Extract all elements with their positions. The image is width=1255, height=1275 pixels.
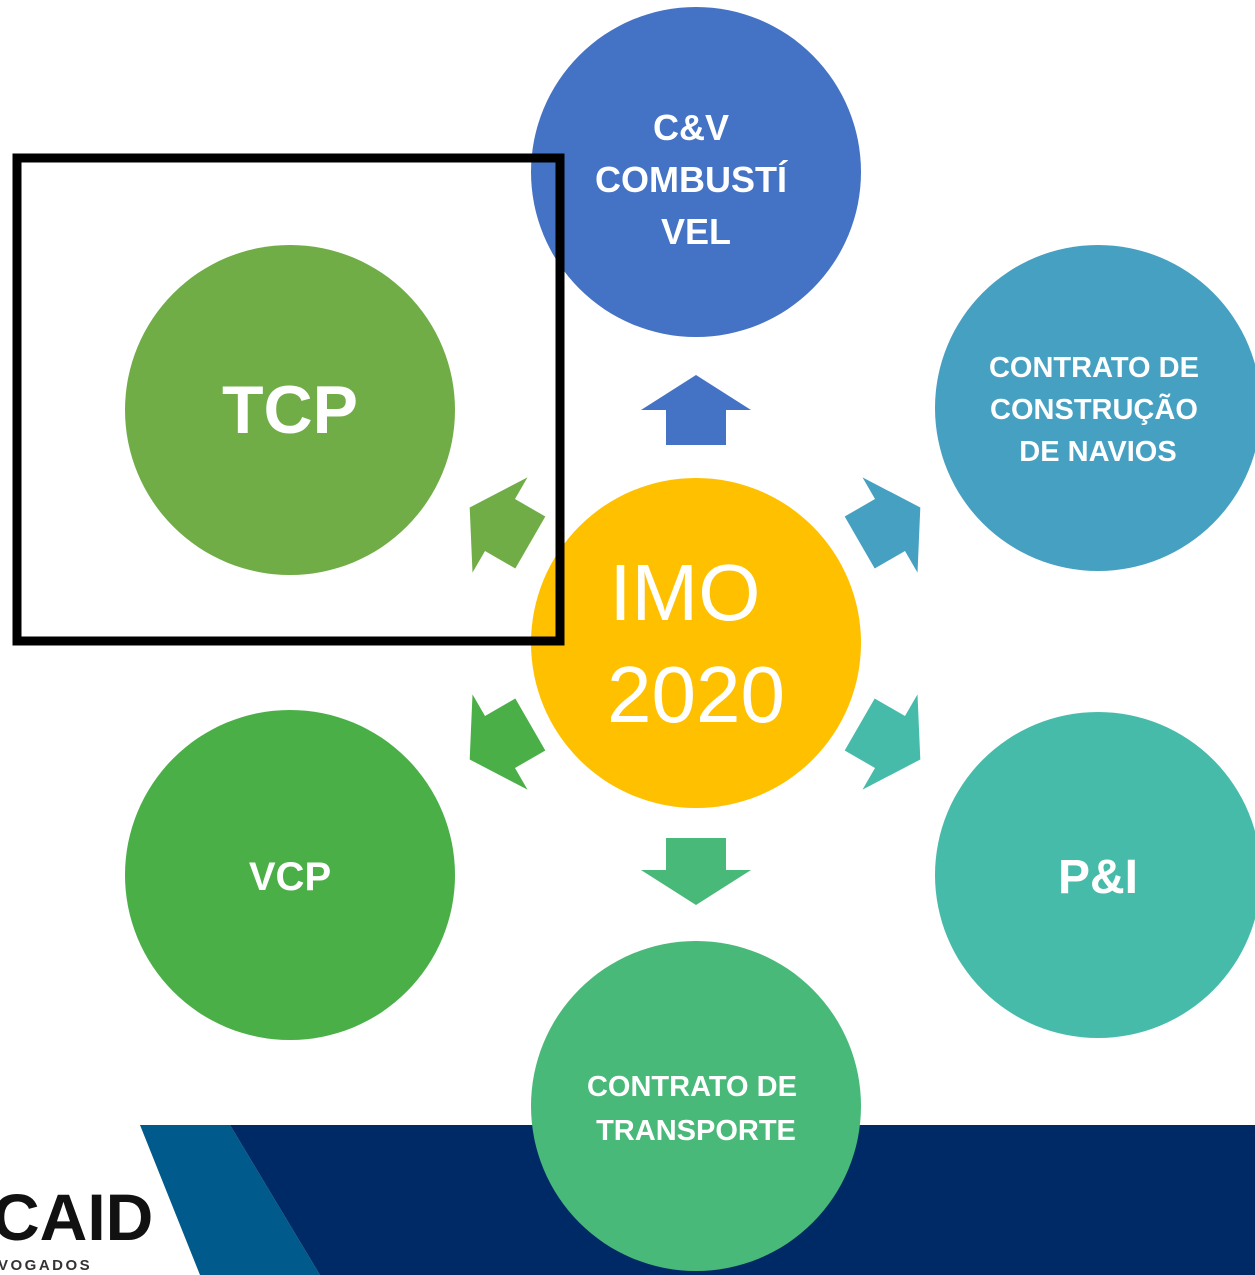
node-cv-combustivel: C&V COMBUSTÍ VEL (531, 7, 861, 337)
node-label-line: C&V (653, 107, 729, 148)
logo-text: CAID (0, 1180, 153, 1254)
arrow-up-icon (641, 375, 751, 445)
logo-subtext: VOGADOS (0, 1257, 92, 1274)
node-label-line: COMBUSTÍ (595, 159, 788, 200)
node-label: C&V COMBUSTÍ VEL (595, 107, 797, 252)
node-label-line: CONSTRUÇÃO (990, 392, 1198, 426)
node-label-line: P&I (1058, 851, 1138, 904)
node-label-line: CONTRATO DE (587, 1071, 797, 1103)
node-circle (531, 941, 861, 1271)
node-contrato-transporte: CONTRATO DE TRANSPORTE (531, 941, 861, 1271)
arrow-lower-right-icon (844, 694, 921, 790)
center-label-line: 2020 (607, 650, 785, 739)
node-label-line: TRANSPORTE (596, 1115, 796, 1147)
node-label-line: VEL (661, 211, 731, 252)
center-label-line: IMO (609, 548, 760, 637)
arrow-down-icon (641, 838, 751, 905)
center-node: IMO 2020 (531, 478, 861, 808)
node-circle (125, 245, 455, 575)
node-p-and-i: P&I (935, 712, 1255, 1038)
center-circle (531, 478, 861, 808)
node-label-line: VCP (249, 855, 331, 899)
arrow-upper-left-icon (469, 477, 546, 573)
node-circle (531, 7, 861, 337)
arrow-upper-right-icon (844, 477, 921, 573)
node-label: TCP (222, 372, 358, 448)
highlight-frame (12, 153, 565, 646)
node-label: CONTRATO DE CONSTRUÇÃO DE NAVIOS (989, 352, 1207, 468)
node-label: CONTRATO DE TRANSPORTE (587, 1071, 805, 1147)
node-circle (935, 245, 1255, 571)
node-vcp: VCP (125, 710, 455, 1040)
node-tcp: TCP (125, 245, 455, 575)
arrows (469, 375, 921, 905)
node-contrato-construcao-navios: CONTRATO DE CONSTRUÇÃO DE NAVIOS (935, 245, 1255, 571)
node-label-line: DE NAVIOS (1019, 436, 1176, 468)
node-label: P&I (1058, 851, 1138, 904)
footer-stripe (140, 1125, 320, 1275)
company-logo: CAID VOGADOS (0, 1180, 153, 1274)
arrow-lower-left-icon (469, 694, 546, 790)
node-circle (125, 710, 455, 1040)
node-label: VCP (249, 855, 331, 899)
center-label: IMO 2020 (607, 548, 785, 739)
node-label-line: CONTRATO DE (989, 352, 1199, 384)
node-label-line: TCP (222, 372, 358, 448)
node-circle (935, 712, 1255, 1038)
